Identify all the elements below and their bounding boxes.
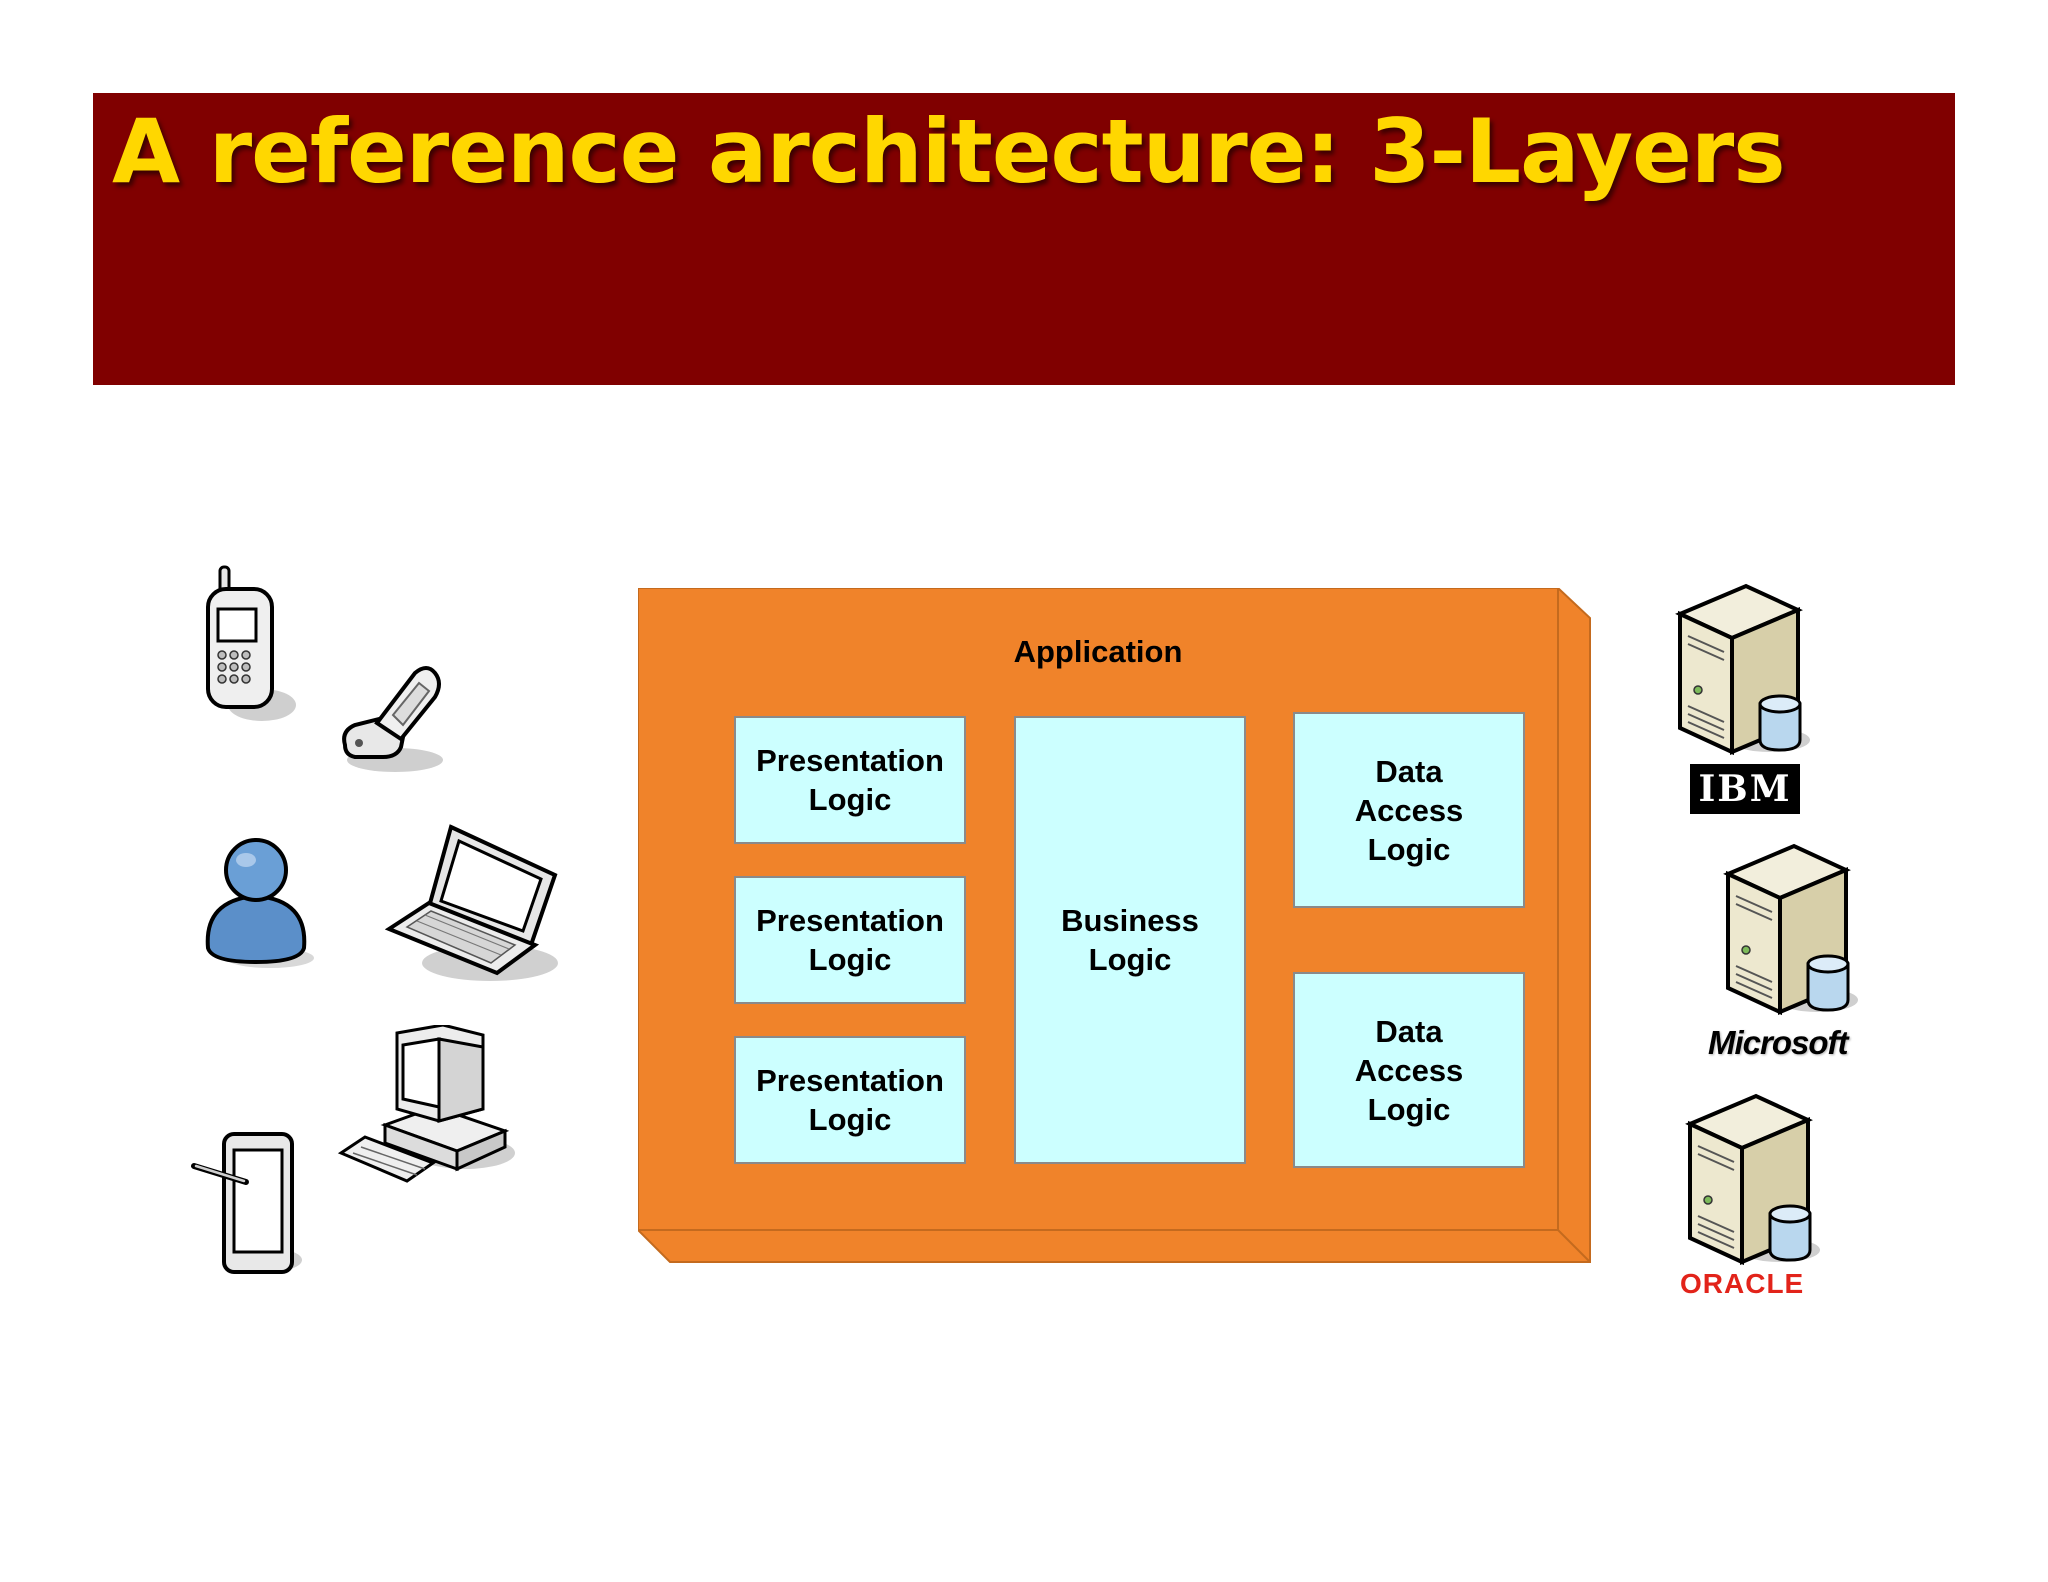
slide-title: A reference architecture: 3-Layers bbox=[112, 100, 1786, 203]
data-access-logic-box: Data Access Logic bbox=[1293, 712, 1525, 908]
database-server-icon bbox=[1675, 583, 1810, 756]
flip-phone-icon bbox=[342, 666, 443, 772]
application-container: Application Presentation Logic Presentat… bbox=[638, 588, 1594, 1264]
presentation-logic-box: Presentation Logic bbox=[734, 716, 966, 844]
presentation-logic-box: Presentation Logic bbox=[734, 876, 966, 1004]
oracle-logo: ORACLE bbox=[1680, 1268, 1805, 1299]
title-banner bbox=[93, 93, 1955, 385]
ibm-logo-text: IBM bbox=[1698, 768, 1792, 810]
tablet-icon bbox=[191, 1132, 302, 1274]
database-server-icon bbox=[1723, 843, 1858, 1016]
database-server-icon bbox=[1685, 1093, 1820, 1266]
data-access-logic-box: Data Access Logic bbox=[1293, 972, 1525, 1168]
business-logic-box: Business Logic bbox=[1014, 716, 1246, 1164]
presentation-logic-box: Presentation Logic bbox=[734, 1036, 966, 1164]
application-label: Application bbox=[1013, 634, 1183, 669]
desktop-computer-icon bbox=[337, 1025, 515, 1183]
user-icon bbox=[205, 838, 314, 968]
ibm-logo: IBM bbox=[1690, 764, 1800, 814]
mobile-phone-icon bbox=[206, 565, 296, 721]
laptop-icon bbox=[385, 824, 558, 981]
microsoft-logo: Microsoft bbox=[1708, 1024, 1848, 1061]
